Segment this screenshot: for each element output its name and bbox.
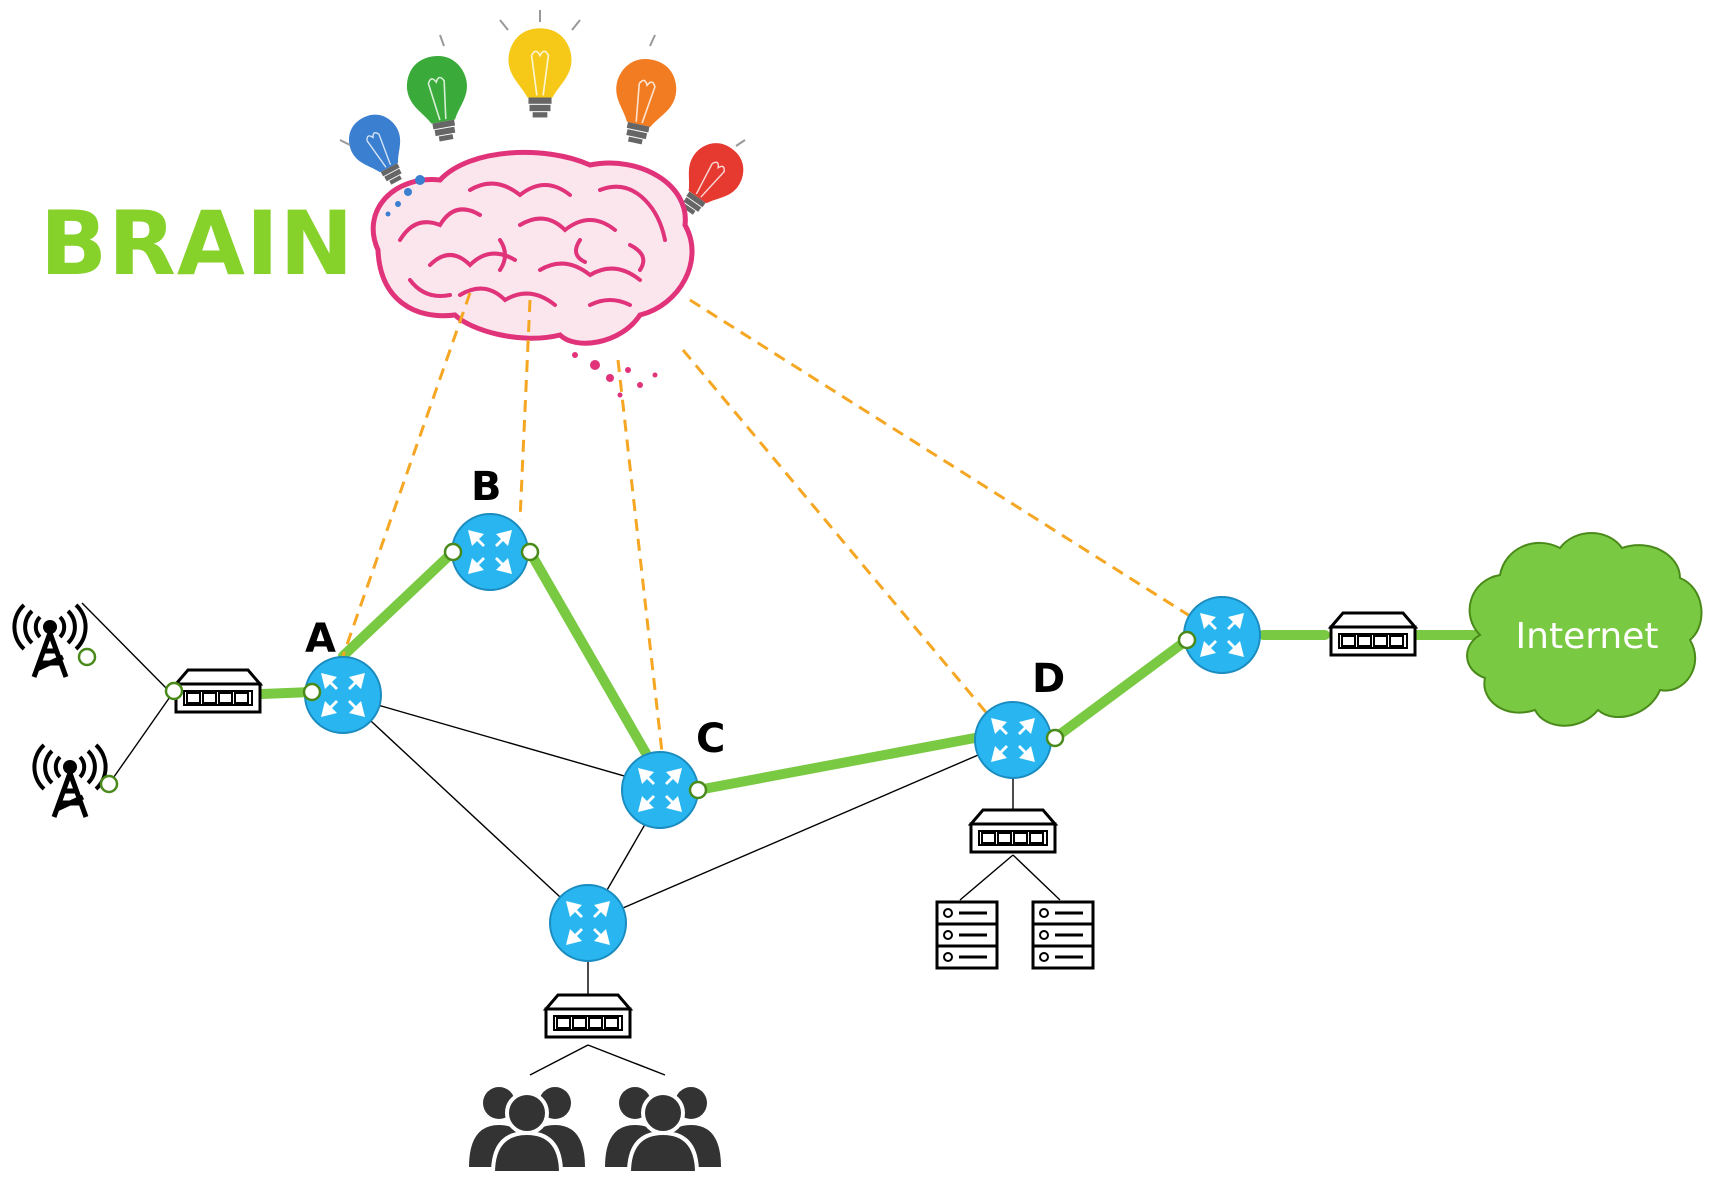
users-icon: [603, 1085, 723, 1175]
cell-tower-icon: [14, 605, 85, 677]
switch-icon: [174, 668, 262, 714]
server-icon: [1031, 900, 1095, 970]
router-aggregation: [549, 884, 627, 962]
node-label-d: D: [1032, 656, 1065, 702]
router-icon: [974, 701, 1052, 779]
lightbulb-icon: [507, 27, 573, 119]
router-icon: [549, 884, 627, 962]
cloud-label: Internet: [1516, 616, 1659, 657]
brain-icon: [339, 10, 755, 398]
lightbulb-icon: [604, 52, 683, 150]
switch-icon: [969, 808, 1057, 854]
lightbulb-icon: [339, 105, 420, 195]
node-label-a: A: [305, 616, 336, 662]
cell-tower-icon: [34, 745, 105, 817]
lightbulb-icon: [401, 50, 477, 147]
switch-icon: [1329, 611, 1417, 657]
node-label-c: C: [696, 716, 725, 762]
cloud-icon: [1466, 532, 1703, 727]
diagram-title: BRAIN: [40, 192, 355, 295]
server-icon: [935, 900, 999, 970]
node-label-b: B: [471, 464, 502, 510]
router-b: [451, 513, 529, 591]
router-d: [974, 701, 1052, 779]
router-icon: [1183, 596, 1261, 674]
router-edge: [1183, 596, 1261, 674]
switch-icon: [544, 993, 632, 1039]
users-icon: [467, 1085, 587, 1175]
router-c: [621, 751, 699, 829]
router-icon: [621, 751, 699, 829]
router-icon: [451, 513, 529, 591]
